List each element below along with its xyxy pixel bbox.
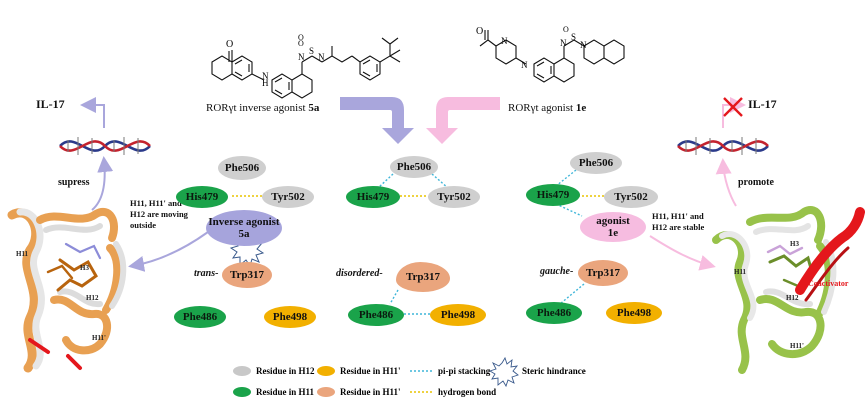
structure-1e — [479, 30, 625, 83]
mid-phe506: Phe506 — [390, 156, 438, 178]
atom-o-sulfonyl-1: O — [298, 39, 304, 48]
right-phe486: Phe486 — [526, 302, 582, 324]
atom-n-piperazine-2: N — [521, 60, 528, 70]
compound-name-right: RORγt agonist — [508, 102, 574, 114]
left-helix-h11p: H11' — [92, 334, 107, 342]
right-ligand: agonist 1e — [580, 212, 646, 242]
mid-tyr502: Tyr502 — [428, 186, 480, 208]
atom-n-ring: N — [298, 52, 305, 62]
right-conformation: gauche- — [540, 266, 574, 277]
left-helix-h12: H12 — [86, 294, 99, 302]
legend-steric: Steric hindrance — [522, 366, 586, 376]
legend-h11p-tan: Residue in H11' — [340, 387, 401, 397]
right-ligand-line-1: agonist — [596, 215, 630, 227]
left-helix-h3: H3 — [80, 264, 89, 272]
structure-5a — [211, 37, 401, 99]
note-left: H11, H11' and H12 are moving outside — [130, 198, 188, 231]
arrow-inverse-to-middle — [340, 97, 414, 144]
il17-label-left: IL-17 — [36, 97, 65, 111]
compound-label-right: RORγt agonist 1e — [508, 102, 586, 114]
mid-phe498: Phe498 — [430, 304, 486, 326]
right-ligand-line-2: 1e — [607, 227, 619, 239]
atom-o-sulfonyl-1e: O — [563, 25, 569, 34]
left-ligand-line-2: 5a — [238, 228, 250, 240]
note-right-line-2: H12 are stable — [652, 222, 705, 232]
note-right: H11, H11' and H12 are stable — [652, 211, 704, 233]
legend-h11: Residue in H11 — [256, 387, 315, 397]
interactions-middle — [377, 173, 449, 315]
legend-h12: Residue in H12 — [256, 366, 315, 376]
left-phe486: Phe486 — [174, 306, 226, 328]
arrow-protein-to-dna-left — [91, 156, 114, 211]
left-ligand-line-1: Inverse agonist — [208, 216, 280, 228]
dna-left — [59, 137, 151, 155]
legend-pi-pi: pi-pi stacking — [438, 366, 491, 376]
left-tyr502: Tyr502 — [262, 186, 314, 208]
arrow-protein-to-dna-right — [715, 158, 737, 207]
mid-trp317: Trp317 — [396, 262, 450, 292]
right-helix-h11: H11 — [734, 268, 747, 276]
dna-right — [677, 137, 769, 155]
protein-right — [712, 206, 865, 374]
compound-id-left: 5a — [308, 102, 320, 114]
atom-o-sulfonyl-2: O — [298, 33, 304, 42]
atom-o-acetyl: O — [476, 26, 483, 37]
block-x-icon — [723, 97, 743, 117]
atom-n-ring-1e: N — [560, 38, 567, 48]
legend-h11p-yellow: Residue in H11' — [340, 366, 401, 376]
il17-label-right: IL-17 — [748, 97, 777, 111]
compound-id-right: 1e — [575, 102, 587, 114]
atom-n-sulfonamide-1e: N — [580, 40, 587, 50]
compound-name-left: RORγt inverse agonist — [206, 102, 306, 114]
right-phe506: Phe506 — [570, 152, 622, 174]
left-helix-h11: H11 — [16, 250, 29, 258]
atom-n-amine: N — [262, 71, 269, 81]
right-his479: His479 — [526, 184, 580, 206]
mid-phe486: Phe486 — [348, 304, 404, 326]
atom-nh: H — [262, 78, 269, 88]
right-helix-h12: H12 — [786, 294, 799, 302]
left-phe506: Phe506 — [218, 156, 266, 180]
arrow-agonist-to-middle — [426, 97, 500, 144]
atom-n-sulfonamide: N — [318, 52, 325, 62]
right-trp317: Trp317 — [578, 260, 628, 286]
note-left-line-1: H11, H11' and — [130, 198, 182, 208]
left-ligand: Inverse agonist 5a — [206, 210, 282, 246]
right-tyr502: Tyr502 — [604, 186, 658, 208]
note-left-line-3: outside — [130, 220, 156, 230]
arrow-dna-to-il17-left — [80, 97, 105, 128]
atom-s-1e: S — [571, 32, 576, 42]
coactivator-label: Coactivator — [808, 279, 849, 288]
legend-shapes — [233, 356, 519, 397]
note-left-line-2: H12 are moving — [130, 209, 188, 219]
compound-label-left: RORγt inverse agonist 5a — [206, 102, 319, 114]
action-label-right: promote — [738, 177, 774, 188]
legend-hbond: hydrogen bond — [438, 387, 497, 397]
interactions-right — [555, 169, 604, 305]
left-phe498: Phe498 — [264, 306, 316, 328]
protein-left — [7, 208, 127, 373]
mid-conformation: disordered- — [336, 268, 383, 279]
note-right-line-1: H11, H11' and — [652, 211, 704, 221]
atom-s: S — [309, 46, 314, 56]
mid-his479: His479 — [346, 186, 400, 208]
action-label-left: supress — [58, 177, 90, 188]
right-helix-h3: H3 — [790, 240, 799, 248]
right-phe498: Phe498 — [606, 302, 662, 324]
left-trp317: Trp317 — [222, 262, 272, 288]
arrow-ligand-to-protein-right — [649, 235, 716, 271]
atom-n-piperazine-1: N — [501, 36, 508, 46]
right-helix-h11p: H11' — [790, 342, 805, 350]
left-his479: His479 — [176, 186, 228, 208]
left-conformation: trans- — [194, 268, 219, 279]
atom-o-ketone: O — [226, 39, 233, 50]
arrow-ligand-to-protein-left — [128, 231, 209, 272]
